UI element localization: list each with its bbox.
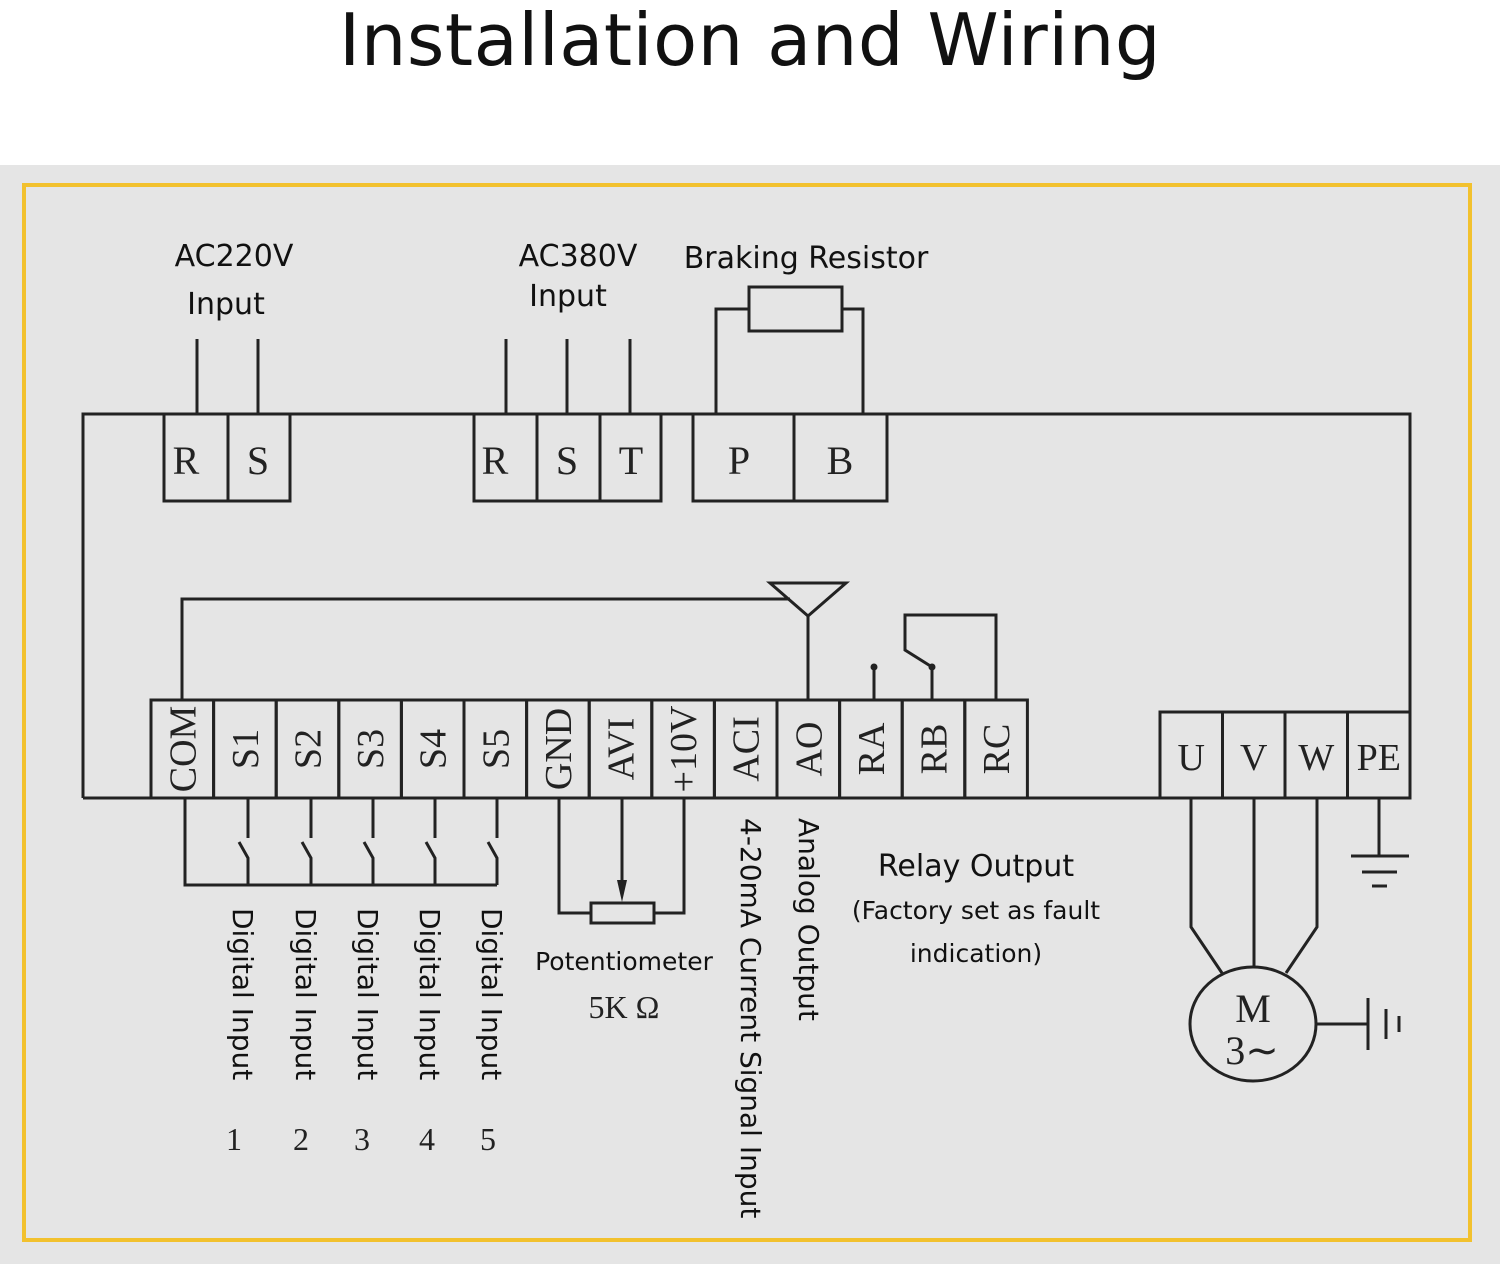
com-ao-wire	[180, 597, 790, 700]
braking-wire-b	[842, 307, 865, 414]
ac380-label: AC380V	[519, 239, 638, 274]
braking-resistor-label: Braking Resistor	[684, 241, 929, 276]
ac220-label: AC220V	[175, 239, 294, 274]
pot-gnd-wire	[557, 798, 591, 915]
terminal-label: R	[173, 438, 200, 483]
motor-wire-w	[1284, 798, 1319, 974]
control-terminal-label: RB	[914, 724, 956, 775]
digital-input-number: 1	[226, 1121, 242, 1157]
com-common-wire	[183, 798, 497, 887]
terminal-label: R	[482, 438, 509, 483]
control-terminal-label: RC	[976, 724, 1018, 775]
control-terminal-label: AO	[788, 722, 830, 777]
digital-input-number: 3	[354, 1121, 370, 1157]
terminal-label: S	[556, 438, 578, 483]
switch-icon	[486, 798, 499, 885]
control-terminal-label: RA	[851, 722, 893, 775]
antenna-symbol-icon	[765, 581, 851, 618]
aci-label: 4-20mA Current Signal Input	[734, 818, 767, 1218]
relay-output-label: Relay Output	[878, 849, 1074, 884]
ac220-input-label: Input	[187, 287, 265, 322]
control-terminal-strip: COM S1 S2 S3 S4 S5 GND AVI +10V ACI AO RA RB RC	[149, 698, 1029, 800]
ac380-input-label: Input	[529, 279, 607, 314]
control-terminal-label: S2	[288, 729, 330, 769]
digital-input-label: Digital Input	[413, 908, 446, 1080]
ao-label: Analog Output	[792, 818, 825, 1021]
motor-phase-label: 3∼	[1225, 1028, 1279, 1073]
digital-input-labels: Digital Input 1 Digital Input 2 Digital Inpu…	[226, 908, 508, 1157]
digital-input-number: 2	[293, 1121, 309, 1157]
digital-input-label: Digital Input	[351, 908, 384, 1080]
switch-icon	[362, 798, 375, 885]
control-terminal-label: S4	[413, 729, 455, 769]
terminal-ac380-t	[598, 412, 663, 503]
control-terminal-label: S5	[475, 729, 517, 769]
potentiometer-label: Potentiometer	[535, 947, 713, 976]
potentiometer-value: 5K Ω	[589, 989, 660, 1025]
digital-input-number: 4	[419, 1121, 435, 1157]
control-terminal-label: S1	[225, 729, 267, 769]
motor-wire-u	[1189, 798, 1224, 974]
relay-switch-icon	[903, 613, 998, 700]
control-terminal-label: ACI	[726, 716, 768, 781]
terminal-label: P	[728, 438, 750, 483]
output-terminal-label: U	[1178, 737, 1205, 779]
output-terminal-label: V	[1240, 737, 1268, 779]
terminal-label: B	[827, 438, 854, 483]
pot-arrow-icon	[617, 880, 627, 902]
relay-note-line2: indication)	[910, 939, 1042, 968]
braking-resistor-icon	[747, 285, 844, 333]
relay-note-line1: (Factory set as fault	[852, 896, 1100, 925]
terminal-ac220-s	[226, 412, 292, 503]
pot-10v-wire	[654, 798, 686, 915]
pe-ground-icon	[1351, 854, 1409, 888]
terminal-label: T	[619, 438, 643, 483]
terminal-b	[792, 412, 889, 503]
output-terminal-label: W	[1298, 737, 1334, 779]
terminal-label: S	[247, 438, 269, 483]
page-title: Installation and Wiring	[338, 0, 1162, 82]
ra-contact-icon	[870, 663, 878, 671]
potentiometer-icon	[589, 901, 656, 925]
motor-ground-icon	[1366, 998, 1401, 1050]
digital-input-label: Digital Input	[226, 908, 259, 1080]
control-terminal-label: AVI	[601, 718, 643, 781]
control-terminal-label: GND	[538, 708, 580, 790]
digital-input-label: Digital Input	[475, 908, 508, 1080]
switch-icon	[424, 798, 437, 885]
output-terminal-label: PE	[1357, 737, 1401, 779]
control-terminal-label: +10V	[663, 705, 705, 792]
digital-input-number: 5	[480, 1121, 496, 1157]
digital-input-label: Digital Input	[289, 908, 322, 1080]
motor-label: M	[1235, 986, 1271, 1031]
diagram-frame	[22, 183, 1472, 1242]
switch-icon	[237, 798, 250, 885]
braking-wire-p	[714, 307, 749, 414]
switch-icon	[300, 798, 313, 885]
control-terminal-label: S3	[350, 729, 392, 769]
control-terminal-label: COM	[162, 706, 204, 793]
digital-input-switches	[183, 798, 499, 887]
